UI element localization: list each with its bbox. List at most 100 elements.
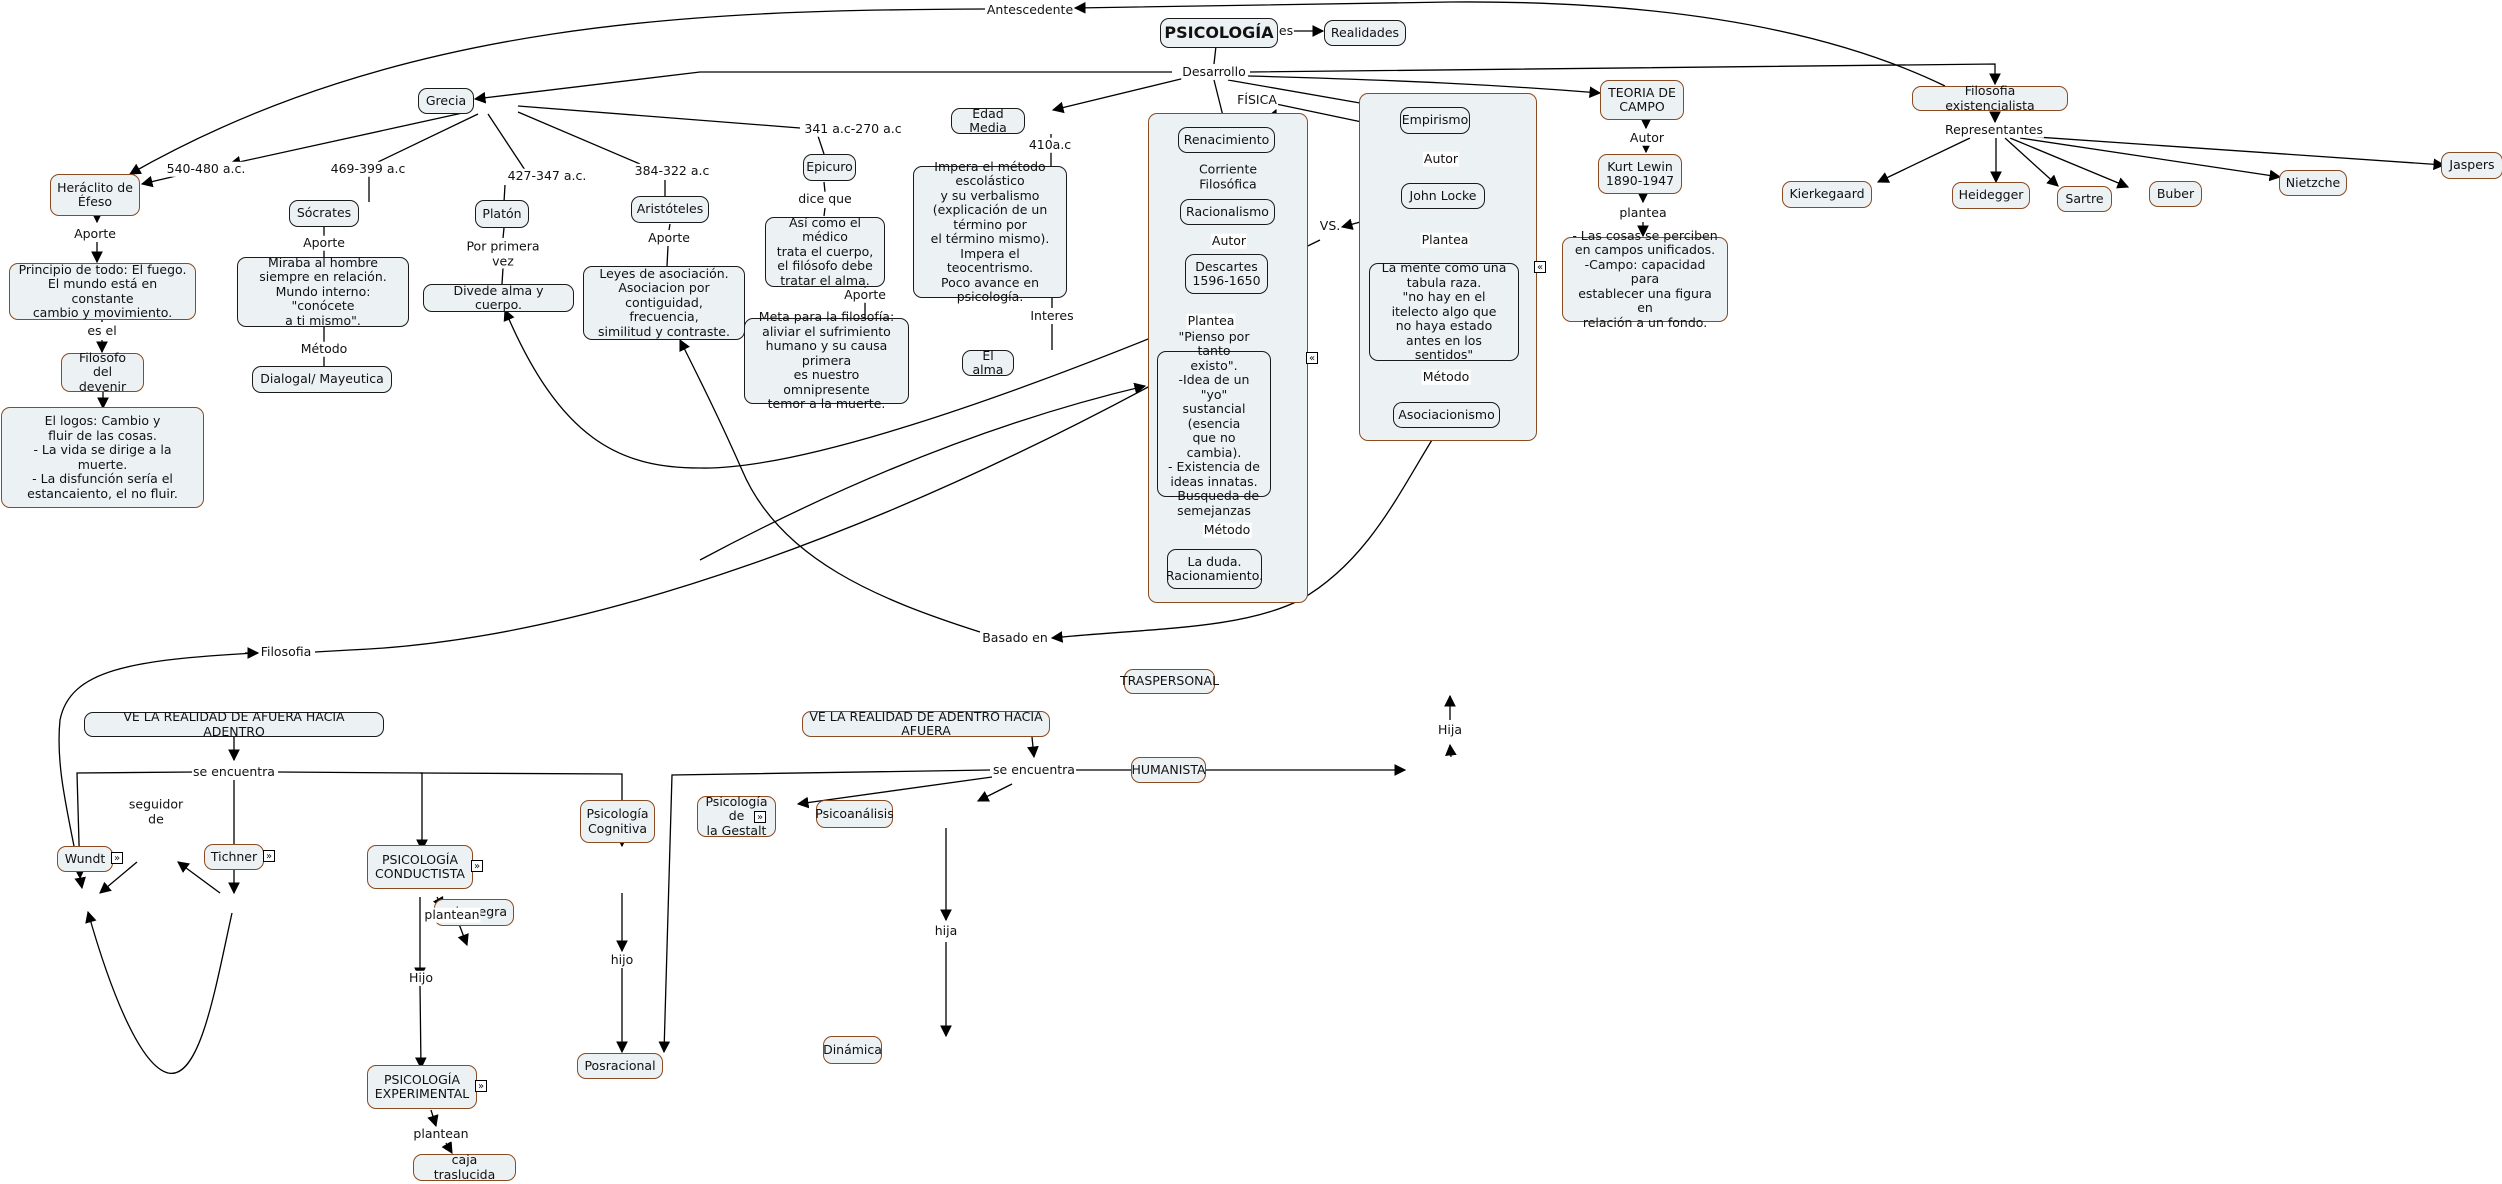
node-dinamica[interactable]: Dinámica <box>823 1036 882 1064</box>
node-psicoanalisis[interactable]: Psicoanálisis <box>815 800 894 828</box>
node-la-duda[interactable]: La duda. Racionamiento. <box>1166 549 1263 589</box>
node-filosofo-devenir[interactable]: Filosofo del devenir <box>61 350 144 394</box>
node-traspersonal[interactable]: TRASPERSONAL <box>1120 669 1219 694</box>
label-hijo-conductista: Hijo <box>408 969 434 986</box>
node-psicologia[interactable]: PSICOLOGÍA <box>1160 18 1278 48</box>
link-se2-posracional <box>658 769 991 1054</box>
node-experimental[interactable]: PSICOLOGÍA EXPERIMENTAL <box>367 1065 477 1109</box>
link-dicequ-asi <box>823 207 826 217</box>
link-se2-psicoanalisis <box>976 783 1013 802</box>
node-grecia[interactable]: Grecia <box>418 88 474 114</box>
expand-icon[interactable]: » <box>754 811 766 823</box>
node-afuera-adentro[interactable]: VE LA REALIDAD DE AFUERA HACIA ADENTRO <box>84 709 384 738</box>
node-empirismo[interactable]: Empirismo <box>1400 107 1470 134</box>
node-dialogal[interactable]: Dialogal/ Mayeutica <box>252 366 392 393</box>
label-autor-locke: Autor <box>1422 150 1460 167</box>
node-descartes[interactable]: Descartes 1596-1650 <box>1185 254 1268 294</box>
node-existencialista[interactable]: Filosofia existencialista <box>1912 83 2068 112</box>
link-repr-sartre <box>2004 137 2059 187</box>
link-antescedente-heraclito <box>128 8 986 175</box>
label-dice-que: dice que <box>797 190 853 207</box>
expand-icon[interactable]: » <box>471 860 483 872</box>
node-aristoteles-aporte[interactable]: Leyes de asociación. Asociacion por cont… <box>583 266 745 340</box>
node-adentro-afuera[interactable]: VE LA REALIDAD DE ADENTRO HACIA AFUERA <box>802 709 1050 738</box>
node-john-locke[interactable]: John Locke <box>1401 183 1485 209</box>
node-tichner[interactable]: Tichner <box>204 844 264 870</box>
node-asociacionismo[interactable]: Asociacionismo <box>1393 402 1500 428</box>
link-aporte-leyes <box>666 245 669 267</box>
label-hija-psicoanalisis: hija <box>933 922 959 939</box>
node-pienso[interactable]: "Pienso por tanto existo". -Idea de un "… <box>1157 329 1271 518</box>
node-socrates-aporte[interactable]: Miraba al hombre siempre en relación. Mu… <box>237 255 409 328</box>
node-heraclito[interactable]: Heráclito de Éfeso <box>50 174 140 216</box>
link-aristoteles-aporte <box>668 223 671 231</box>
label-autor-lewin: Autor <box>1628 129 1666 146</box>
node-edad-media[interactable]: Edad Media <box>951 106 1025 135</box>
expand-icon[interactable]: » <box>263 850 275 862</box>
node-platon-aporte[interactable]: Divede alma y cuerpo. <box>423 283 574 312</box>
node-platon[interactable]: Platón <box>475 200 529 228</box>
node-campo-desc[interactable]: - Las cosas se perciben en campos unific… <box>1562 228 1728 330</box>
node-socrates[interactable]: Sócrates <box>289 200 359 227</box>
label-384: 384-322 a.c <box>633 162 711 179</box>
link-psicologia-desarrollo <box>1213 45 1217 65</box>
label-plantean-conductista: plantean <box>423 906 481 923</box>
link-desarrollo-existencialista <box>1249 63 2001 86</box>
node-epicuro-meta[interactable]: Meta para la filosofía: aliviar el sufri… <box>744 310 909 411</box>
node-caja-traslucida[interactable]: caja traslucida <box>413 1152 516 1181</box>
link-se1-wundt <box>73 771 196 880</box>
label-427: 427-347 a.c. <box>506 167 588 184</box>
node-el-alma[interactable]: El alma <box>962 348 1014 377</box>
node-wundt[interactable]: Wundt <box>57 846 113 872</box>
link-grecia-384 <box>517 111 641 165</box>
node-tabula-raza[interactable]: La mente como una tabula raza. "no hay e… <box>1369 261 1519 362</box>
node-jaspers[interactable]: Jaspers <box>2441 152 2502 179</box>
node-gestalt[interactable]: Psicología de la Gestalt <box>697 794 776 838</box>
node-kierkegaard[interactable]: Kierkegaard <box>1782 181 1872 208</box>
link-341-epicuro <box>817 135 825 155</box>
node-renacimiento[interactable]: Renacimiento <box>1178 127 1275 153</box>
link-pienso-filosofia <box>314 385 1151 653</box>
node-heraclito-aporte[interactable]: Principio de todo: El fuego. El mundo es… <box>9 262 196 320</box>
label-filosofia: Filosofia <box>259 643 313 660</box>
node-heidegger[interactable]: Heidegger <box>1952 182 2030 209</box>
node-cognitiva[interactable]: Psicología Cognitiva <box>580 800 655 843</box>
node-teoria-campo[interactable]: TEORIA DE CAMPO <box>1600 80 1684 120</box>
label-antescedente: Antescedente <box>985 1 1075 18</box>
node-racionalismo[interactable]: Racionalismo <box>1180 199 1275 225</box>
node-logos[interactable]: El logos: Cambio y fluir de las cosas. -… <box>1 407 204 508</box>
label-interes: Interes <box>1029 307 1075 324</box>
expand-icon[interactable]: » <box>111 852 123 864</box>
label-metodo-socrates: Método <box>299 340 349 357</box>
link-se2-gestalt <box>796 776 993 809</box>
link-repr-buber <box>2009 137 2130 189</box>
collapse-icon[interactable]: « <box>1534 261 1546 273</box>
label-por-primera-vez: Por primera vez <box>465 238 541 269</box>
node-aristoteles[interactable]: Aristóteles <box>631 196 709 223</box>
link-epicuro-dicequ <box>823 181 826 193</box>
node-nietzche[interactable]: Nietzche <box>2279 170 2347 196</box>
label-plantea-lewin: plantea <box>1618 204 1668 221</box>
node-buber[interactable]: Buber <box>2149 181 2202 207</box>
link-plantean-caja <box>457 923 469 947</box>
node-conductista[interactable]: PSICOLOGÍA CONDUCTISTA <box>367 845 473 889</box>
expand-icon[interactable]: » <box>475 1080 487 1092</box>
node-epicuro-dice[interactable]: Así como el médico trata el cuerpo, el f… <box>765 215 885 288</box>
node-edad-media-desc[interactable]: Impera el método escolástico y su verbal… <box>913 159 1067 304</box>
label-representantes: Representantes <box>1943 121 2045 138</box>
node-posracional[interactable]: Posracional <box>577 1053 663 1079</box>
node-kurt-lewin[interactable]: Kurt Lewin 1890-1947 <box>1598 154 1682 194</box>
label-seguidor-de: seguidor de <box>127 796 185 827</box>
node-sartre[interactable]: Sartre <box>2057 186 2112 212</box>
label-469: 469-399 a.c <box>329 160 407 177</box>
link-repr-kierkegaard <box>1876 137 1971 183</box>
label-autor-descartes: Autor <box>1210 232 1248 249</box>
link-desarrollo-teoria <box>1247 75 1602 98</box>
link-427-platon <box>503 184 506 203</box>
collapse-icon[interactable]: « <box>1306 352 1318 364</box>
node-epicuro[interactable]: Epicuro <box>803 154 856 181</box>
node-humanista[interactable]: HUMANISTA <box>1131 757 1206 783</box>
label-540: 540-480 a.c. <box>165 160 247 177</box>
label-fisica: FÍSICA <box>1236 91 1278 108</box>
node-realidades[interactable]: Realidades <box>1324 20 1406 46</box>
